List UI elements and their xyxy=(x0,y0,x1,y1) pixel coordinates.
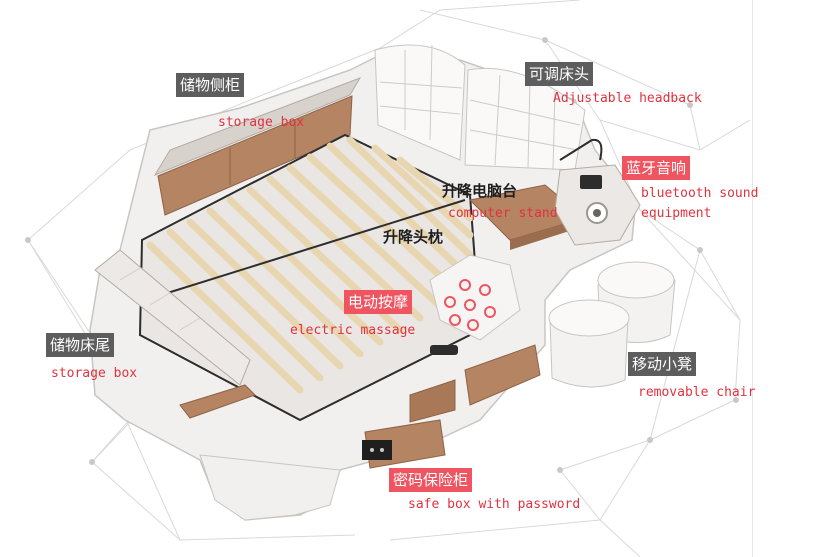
label-bluetooth-en-line2: equipment xyxy=(641,206,712,221)
label-lifting-pillow-cn: 升降头枕 xyxy=(383,228,444,246)
label-storage-cabinet-cn: 储物侧柜 xyxy=(176,73,245,97)
headboard-buttons xyxy=(379,44,581,171)
label-safe-en: safe box with password xyxy=(408,497,581,512)
safe-box xyxy=(362,440,392,460)
label-bluetooth-cn: 蓝牙音响 xyxy=(622,156,691,180)
label-computer-stand-en: computer stand xyxy=(448,206,558,221)
label-footboard-cn: 储物床尾 xyxy=(46,333,115,357)
label-bluetooth-en-line1: bluetooth sound xyxy=(641,186,759,201)
label-headboard-cn: 可调床头 xyxy=(525,62,594,86)
page-edge-rule xyxy=(752,0,753,557)
footboard-storage xyxy=(94,249,256,419)
label-headboard-en: Adjustable headback xyxy=(553,91,702,106)
label-computer-stand-cn: 升降电脑台 xyxy=(442,182,518,200)
label-storage-cabinet-en: storage box xyxy=(218,115,305,130)
label-massage-cn: 电动按摩 xyxy=(344,290,413,314)
label-safe-cn: 密码保险柜 xyxy=(389,468,473,492)
massage-points-icons xyxy=(444,279,496,331)
side-storage-cabinet xyxy=(153,77,362,216)
wireframe-dots xyxy=(25,37,739,473)
removable-stool-front xyxy=(548,299,630,388)
label-stool-en: removable chair xyxy=(638,385,756,400)
remote-control xyxy=(430,345,458,355)
label-stool-cn: 移动小凳 xyxy=(628,352,697,376)
bluetooth-speaker-unit xyxy=(554,138,641,246)
label-massage-en: electric massage xyxy=(290,323,416,338)
label-footboard-en: storage box xyxy=(51,366,138,381)
massage-pillow xyxy=(429,254,521,355)
front-corner xyxy=(199,454,341,521)
